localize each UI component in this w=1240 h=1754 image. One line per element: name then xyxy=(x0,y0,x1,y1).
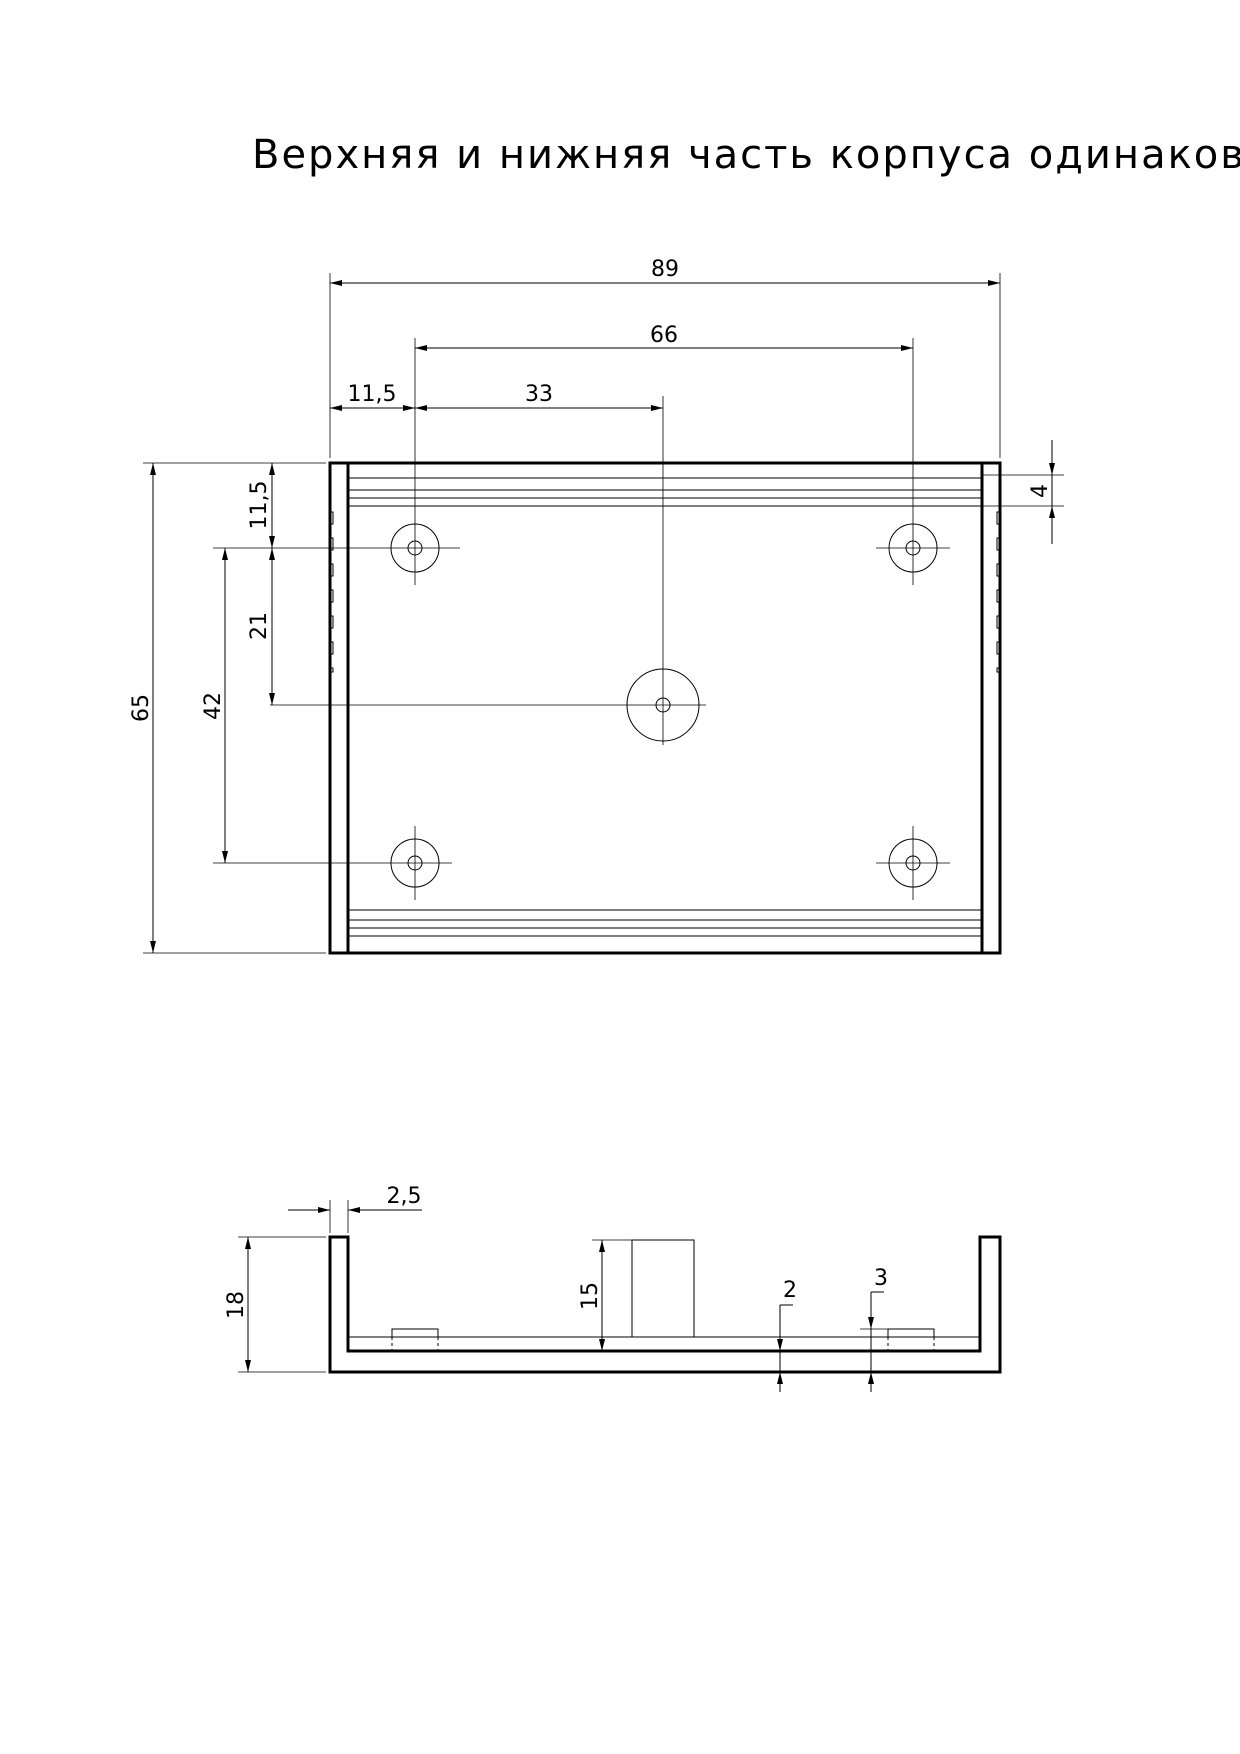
dim-height: 18 xyxy=(224,1291,249,1319)
dim-boss-height: 15 xyxy=(578,1282,603,1310)
pad-left xyxy=(391,1328,439,1351)
top-view: 89 66 11,5 33 65 42 21 11,5 4 xyxy=(129,257,1064,955)
bottom-rail-lines xyxy=(348,909,982,937)
side-view: 2,5 18 15 2 3 xyxy=(224,1184,1002,1392)
mounting-hole-bottom-left xyxy=(378,826,452,900)
dim-hole-spacing-y: 42 xyxy=(201,692,226,720)
mounting-hole-bottom-right xyxy=(876,826,950,900)
pad-right xyxy=(887,1328,935,1351)
top-rail-lines xyxy=(348,477,982,507)
dim-overall-height: 65 xyxy=(129,694,154,722)
dim-hole-spacing-x: 66 xyxy=(650,323,678,348)
dim-floor-thickness: 2 xyxy=(783,1278,797,1303)
dim-hole-offset-x: 11,5 xyxy=(348,382,397,407)
mounting-hole-top-left xyxy=(378,512,460,585)
right-wall-notches xyxy=(996,511,1000,673)
side-view-profile xyxy=(328,1235,1002,1374)
center-boss xyxy=(631,1239,695,1338)
top-view-outline xyxy=(328,461,1002,955)
dim-center-offset-y: 21 xyxy=(247,612,272,640)
dim-hole-offset-y: 11,5 xyxy=(247,481,272,530)
mounting-hole-top-right xyxy=(876,512,950,585)
left-wall-notches xyxy=(330,511,334,673)
drawing-title: Верхняя и нижняя часть корпуса одинаковы xyxy=(252,132,1240,178)
dim-wall-thickness: 2,5 xyxy=(387,1184,422,1209)
dim-pad-height: 3 xyxy=(874,1266,888,1291)
dim-center-offset-x: 33 xyxy=(525,382,553,407)
center-boss-hole xyxy=(270,396,706,745)
dim-overall-width: 89 xyxy=(651,257,679,282)
dim-rail-width: 4 xyxy=(1028,484,1053,498)
